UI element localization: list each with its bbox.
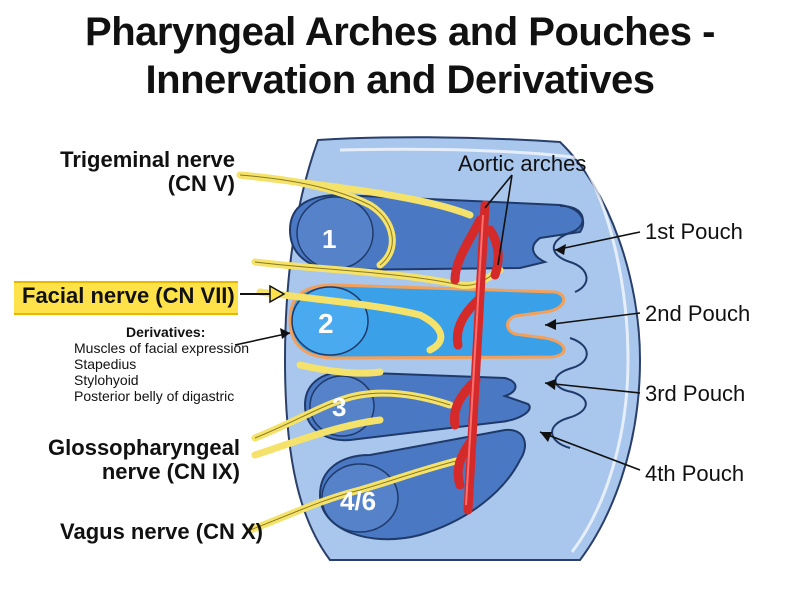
pouch-label-2: 2nd Pouch [645,301,751,326]
facial-nerve-arrow [240,284,286,304]
pouch-label-3: 3rd Pouch [645,381,746,406]
arch-label-4-6: 4/6 [340,486,376,516]
pointer-lines [234,174,641,471]
pointer-arrowheads [280,244,566,442]
nerve-outlines [239,174,501,531]
arch-1 [288,193,585,272]
derivative-item: Stylohyoid [74,372,139,388]
pouch-label-1: 1st Pouch [645,219,743,244]
trigeminal-line-2: (CN V) [167,171,235,196]
arch-label-3: 3 [332,392,346,422]
glossopharyngeal-nerve-label: Glossopharyngeal nerve (CN IX) [20,436,240,484]
glosso-line-1: Glossopharyngeal [48,435,240,460]
facial-nerve-highlight [14,281,238,315]
aortic-arches-label: Aortic arches [458,151,587,176]
glosso-line-2: nerve (CN IX) [101,459,240,484]
diagram-title: Pharyngeal Arches and Pouches - Innervat… [0,8,800,104]
derivative-item: Posterior belly of digastric [74,388,235,404]
derivatives-heading: Derivatives: [126,324,206,340]
pouch-folds [551,204,588,449]
facial-nerve-label: Facial nerve (CN VII) [22,283,235,308]
derivative-item: Muscles of facial expression [74,340,250,356]
pouch-label-4: 4th Pouch [645,461,745,486]
title-line-1: Pharyngeal Arches and Pouches - [85,10,715,54]
pharynx-inner-wall [339,147,630,553]
derivative-item: Stapedius [74,356,137,372]
vagus-nerve-label: Vagus nerve (CN X) [60,519,263,544]
aorta-highlight [465,214,484,506]
trigeminal-nerve-label: Trigeminal nerve (CN V) [40,148,235,196]
arch-label-2: 2 [318,308,334,339]
trigeminal-line-1: Trigeminal nerve [60,147,235,172]
derivatives-list: Derivatives: Muscles of facial expressio… [74,324,249,404]
arch-label-1: 1 [322,224,336,254]
title-line-2: Innervation and Derivatives [145,58,655,102]
